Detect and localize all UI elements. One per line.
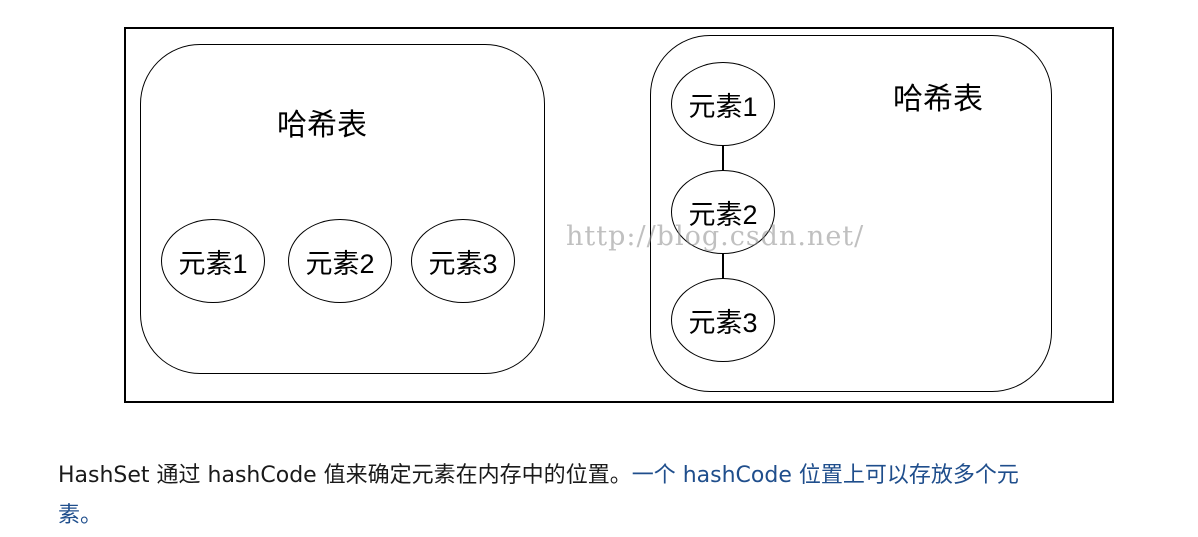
chain-connector [722, 244, 724, 284]
caption-highlight: 一个 hashCode 位置上可以存放多个元 [631, 463, 1019, 488]
element-node-3: 元素3 [411, 219, 515, 303]
element-node-1: 元素1 [161, 219, 265, 303]
hash-table-panel-right: 哈希表 元素1 元素2 元素3 [650, 35, 1052, 392]
panel-title: 哈希表 [277, 108, 367, 143]
chain-element-node-2: 元素2 [671, 170, 775, 254]
panel-title: 哈希表 [893, 82, 983, 117]
hash-table-figure: 哈希表 元素1 元素2 元素3 哈希表 元素1 元素2 元素3 http://b… [124, 27, 1114, 403]
chain-element-node-3: 元素3 [671, 278, 775, 362]
watermark-text: http://blog.csdn.net/ [566, 221, 865, 252]
chain-element-node-1: 元素1 [671, 62, 775, 146]
chain-connector [722, 136, 724, 176]
caption-text: HashSet 通过 hashCode 值来确定元素在内存中的位置。 [58, 463, 632, 488]
caption-paragraph: HashSet 通过 hashCode 值来确定元素在内存中的位置。一个 has… [58, 456, 1183, 536]
caption-highlight-tail: 素。 [58, 503, 103, 528]
element-node-2: 元素2 [288, 219, 392, 303]
hash-table-panel-left: 哈希表 元素1 元素2 元素3 [140, 44, 545, 374]
